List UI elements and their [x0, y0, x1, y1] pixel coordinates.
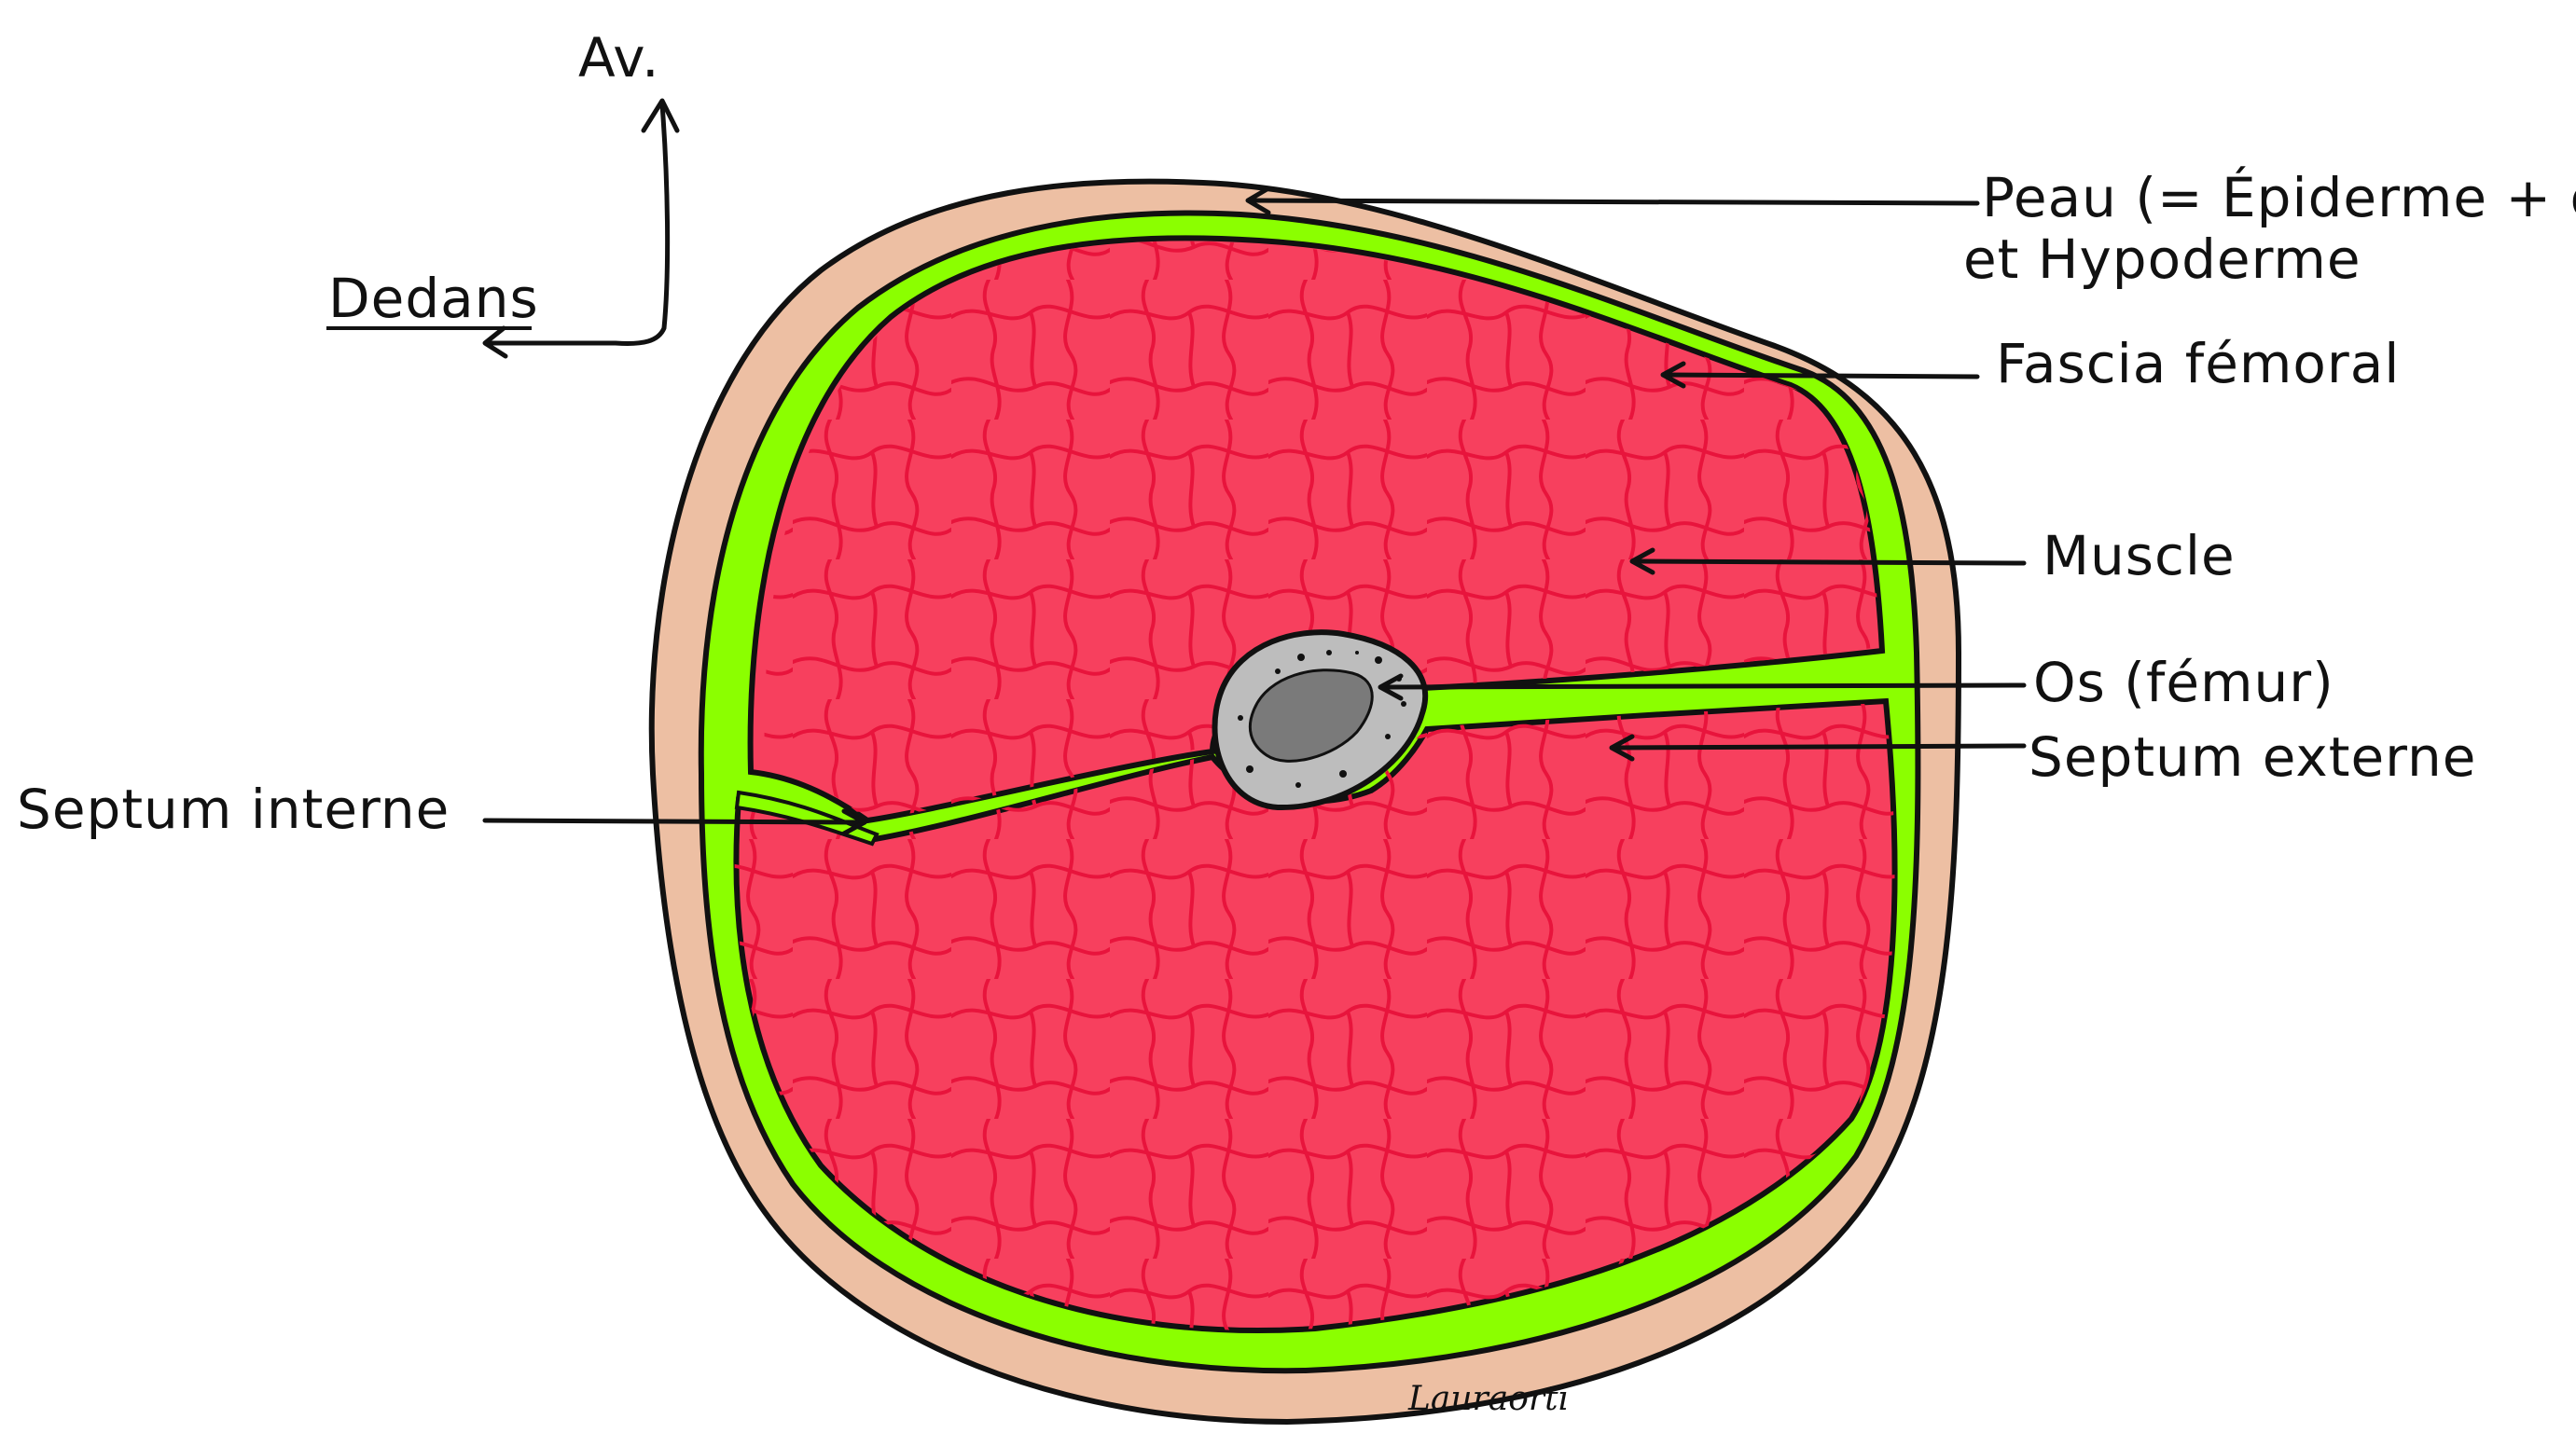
label-septum-externe: Septum externe [2029, 725, 2476, 789]
label-skin-line2: et Hypoderme [1963, 227, 2361, 291]
label-muscle: Muscle [2043, 524, 2236, 587]
label-bone: Os (fémur) [2033, 651, 2334, 714]
label-fascia: Fascia fémoral [1996, 332, 2400, 395]
artist-signature: Lauraorti [1407, 1380, 1569, 1418]
label-skin: Peau (= Épiderme + derme) [1982, 165, 2576, 229]
medial-label: Dedans [328, 267, 539, 330]
label-septum-interne: Septum interne [17, 778, 450, 841]
anterior-label: Av. [578, 26, 660, 90]
anterior-arrowhead [644, 101, 677, 131]
